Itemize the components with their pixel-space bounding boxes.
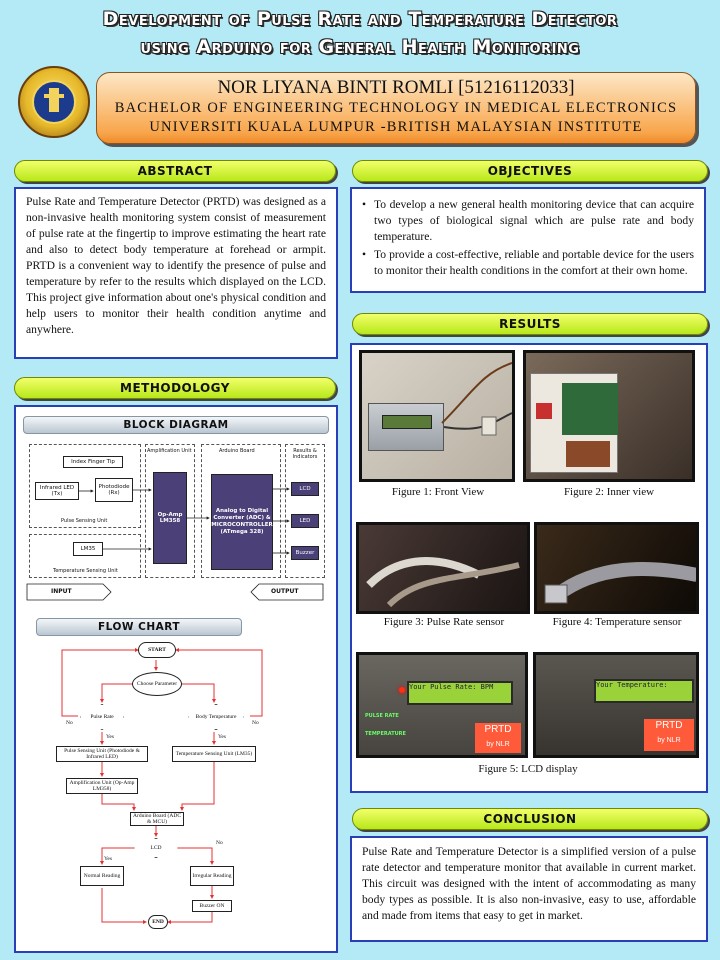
author-degree: BACHELOR OF ENGINEERING TECHNOLOGY IN ME… — [114, 100, 678, 116]
pulse-sensing-group — [29, 444, 141, 528]
adc-mcu-box: Analog to Digital Converter (ADC) & MICR… — [211, 474, 273, 570]
arduino-board-label: Arduino Board — [219, 448, 255, 454]
figure-2-caption: Figure 2: Inner view — [563, 486, 655, 498]
flow-yes-right: Yes — [218, 734, 227, 740]
arduino-group — [201, 444, 281, 578]
objectives-list: To develop a new general health monitori… — [362, 197, 694, 279]
flow-chart-heading: FLOW CHART — [36, 618, 242, 636]
objectives-heading: OBJECTIVES — [352, 160, 708, 182]
objective-item: To provide a cost-effective, reliable an… — [362, 247, 694, 279]
results-heading: RESULTS — [352, 313, 708, 335]
index-finger-box: Index Finger Tip — [63, 456, 123, 468]
objective-item: To develop a new general health monitori… — [362, 197, 694, 245]
flow-chart: START Choose Parameter Pulse Rate Body T… — [42, 636, 274, 938]
figure-3-caption: Figure 3: Pulse Rate sensor — [383, 616, 505, 628]
flow-choose-parameter: Choose Parameter — [132, 672, 182, 696]
flow-irregular-reading: Irregular Reading — [190, 866, 234, 886]
poster-title-line2: using Arduino for General Health Monitor… — [140, 36, 580, 58]
buzzer-box: Buzzer — [291, 546, 319, 560]
flow-normal-reading: Normal Reading — [80, 866, 124, 886]
flow-amplification-unit: Amplification Unit (Op-Amp LM358) — [66, 778, 138, 794]
author-name: NOR LIYANA BINTI ROMLI [51216112033] — [217, 77, 575, 98]
abstract-text: Pulse Rate and Temperature Detector (PRT… — [26, 195, 326, 336]
lcd-display-photo-left: Your Pulse Rate: BPM PULSE RATE TEMPERAT… — [356, 652, 528, 758]
flow-end: END — [148, 915, 168, 929]
flow-pulse-sensing-unit: Pulse Sensing Unit (Photodiode & Infrare… — [56, 746, 148, 762]
flow-buzzer-on: Buzzer ON — [192, 900, 232, 912]
temp-unit-label: Temperature Sensing Unit — [53, 568, 118, 574]
pulse-rate-label: PULSE RATE — [365, 713, 399, 719]
conclusion-box: Pulse Rate and Temperature Detector is a… — [350, 836, 708, 942]
pulse-rate-sensor-photo — [356, 522, 530, 614]
abstract-heading: ABSTRACT — [14, 160, 336, 182]
amp-unit-label: Amplification Unit — [147, 448, 192, 454]
lcd-box: LCD — [291, 482, 319, 496]
objectives-box: To develop a new general health monitori… — [350, 187, 706, 293]
author-banner: NOR LIYANA BINTI ROMLI [51216112033] BAC… — [96, 72, 696, 144]
amplification-group — [145, 444, 195, 578]
flow-chart-lines — [61, 648, 263, 924]
results-group — [285, 444, 325, 578]
flow-lcd: LCD — [134, 838, 178, 858]
results-label: Results & Indicators — [292, 448, 318, 460]
flow-start: START — [138, 642, 176, 658]
temperature-label: TEMPERATURE — [365, 731, 406, 737]
flow-temp-sensing-unit: Temperature Sensing Unit (LM35) — [172, 746, 256, 762]
opamp-box: Op-Amp LM358 — [153, 472, 187, 564]
infrared-led-box: Infrared LED (Tx) — [35, 482, 79, 500]
output-label: OUTPUT — [271, 588, 299, 595]
input-label: INPUT — [51, 588, 72, 595]
lcd-screen-2: Your Temperature: — [594, 679, 694, 703]
front-view-photo — [359, 350, 515, 482]
conclusion-heading: CONCLUSION — [352, 808, 708, 830]
figure-1-caption: Figure 1: Front View — [391, 486, 485, 498]
flow-arduino-board: Arduino Board (ADC & MCU) — [130, 812, 184, 826]
inner-view-photo — [523, 350, 695, 482]
poster-title-line1: Development of Pulse Rate and Temperatur… — [102, 8, 618, 30]
photodiode-box: Photodiode (Rx) — [95, 478, 133, 502]
methodology-heading: METHODOLOGY — [14, 377, 336, 399]
block-diagram-heading: BLOCK DIAGRAM — [23, 416, 329, 434]
abstract-box: Pulse Rate and Temperature Detector (PRT… — [14, 187, 338, 359]
flow-yes-left: Yes — [106, 734, 115, 740]
temperature-sensor-photo — [534, 522, 699, 614]
flow-no-left: No — [66, 720, 73, 726]
pulse-unit-label: Pulse Sensing Unit — [61, 518, 108, 524]
figure-4-caption: Figure 4: Temperature sensor — [552, 616, 682, 628]
university-crest-icon — [18, 66, 90, 138]
figure-5-caption: Figure 5: LCD display — [478, 763, 578, 775]
author-university: UNIVERSITI KUALA LUMPUR -BRITISH MALAYSI… — [149, 119, 643, 135]
flow-no-lcd: No — [216, 840, 223, 846]
temperature-sensing-group — [29, 534, 141, 578]
lcd-screen-1: Your Pulse Rate: BPM — [407, 681, 513, 705]
block-diagram-arrows — [26, 487, 324, 601]
flow-yes-lcd: Yes — [104, 856, 113, 862]
lm35-box: LM35 — [73, 542, 103, 556]
block-diagram: Index Finger Tip Infrared LED (Tx) Photo… — [23, 434, 329, 606]
led-box: LED — [291, 514, 319, 528]
conclusion-text: Pulse Rate and Temperature Detector is a… — [362, 845, 696, 922]
flow-no-right: No — [252, 720, 259, 726]
